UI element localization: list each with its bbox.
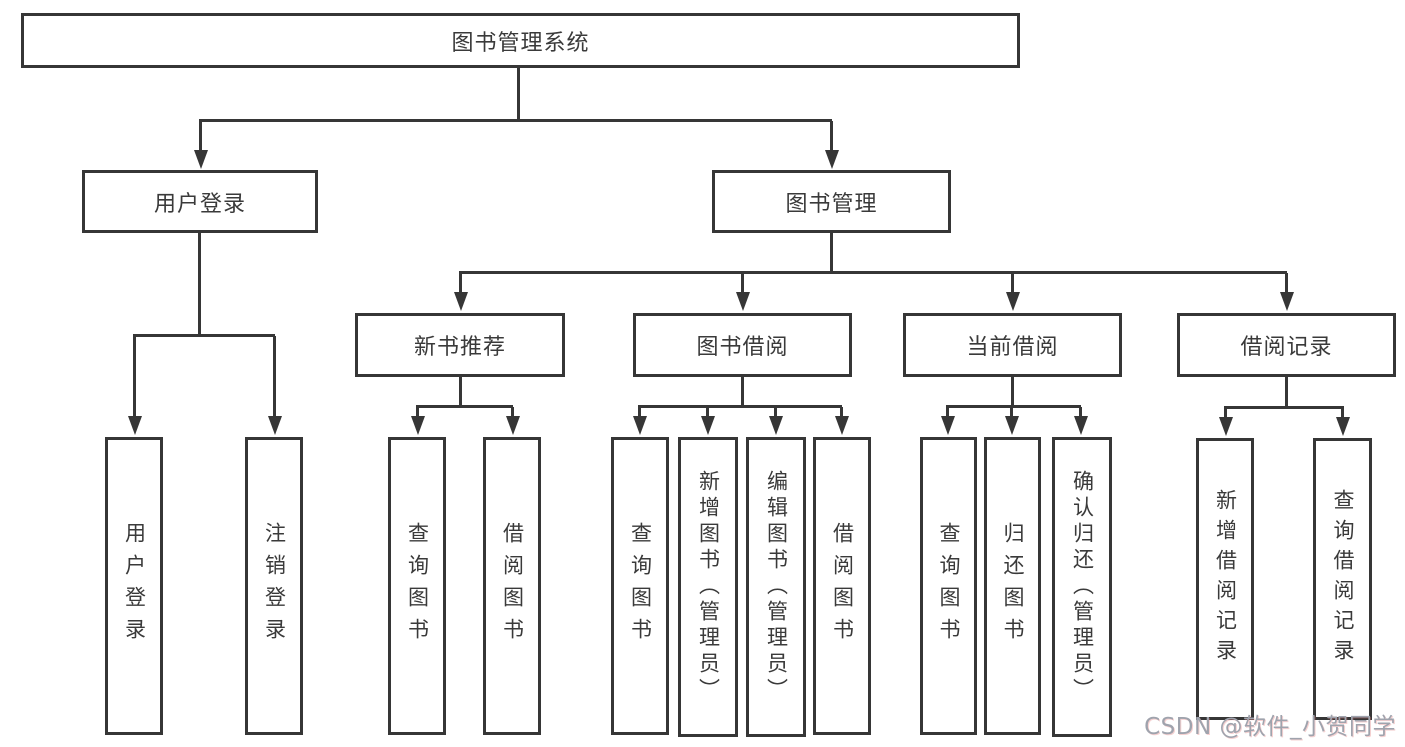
node-label: 用户登录 [153, 191, 246, 217]
leaf-label: 确认归还（管理员） [1070, 470, 1095, 704]
connector-hline [133, 334, 275, 337]
leaf-query-books-recommend: 查询图书 [388, 437, 446, 735]
connector-arrow [193, 121, 209, 169]
node-label: 当前借阅 [966, 335, 1059, 360]
node-new-book-recommendation: 新书推荐 [355, 313, 565, 377]
leaf-user-login: 用户登录 [105, 437, 163, 735]
connector-arrow [1004, 407, 1020, 435]
leaf-borrow-books-recommend: 借阅图书 [483, 437, 541, 735]
connector-arrow [1005, 273, 1021, 311]
connector-arrow [940, 407, 956, 435]
leaf-label: 查询借阅记录 [1331, 489, 1355, 669]
node-label: 借阅记录 [1240, 335, 1333, 360]
leaf-label: 归还图书 [1001, 522, 1025, 650]
connector-hline [459, 271, 1287, 274]
connector-vline [830, 233, 833, 274]
leaf-query-books-current: 查询图书 [920, 437, 977, 735]
node-label: 图书借阅 [696, 335, 789, 360]
connector-vline [741, 377, 744, 408]
node-label: 新书推荐 [413, 335, 506, 360]
connector-vline [517, 68, 520, 122]
connector-arrow [505, 407, 521, 435]
connector-arrow [1279, 273, 1295, 311]
leaf-label: 新增图书（管理员） [696, 470, 721, 704]
node-label: 图书管理 [785, 191, 878, 217]
connector-hline [1224, 406, 1344, 409]
connector-hline [638, 405, 842, 408]
leaf-query-borrow-record: 查询借阅记录 [1313, 438, 1372, 720]
leaf-label: 用户登录 [122, 522, 147, 650]
connector-arrow [824, 121, 840, 169]
connector-arrow [410, 407, 426, 435]
csdn-watermark: CSDN @软件_小贺同学 [1144, 714, 1396, 740]
leaf-add-borrow-record: 新增借阅记录 [1196, 438, 1254, 720]
connector-arrow [735, 273, 751, 311]
leaf-logout-login: 注销登录 [245, 437, 303, 735]
connector-vline [459, 377, 462, 408]
connector-arrow [834, 407, 850, 435]
connector-arrow [1218, 408, 1234, 436]
leaf-edit-book-admin: 编辑图书（管理员） [746, 437, 806, 737]
leaf-borrow-books-borrowing: 借阅图书 [813, 437, 871, 735]
leaf-label: 注销登录 [262, 522, 287, 650]
connector-hline [199, 119, 832, 122]
node-book-borrowing: 图书借阅 [633, 313, 852, 377]
connector-arrow [267, 336, 283, 435]
node-current-borrowing: 当前借阅 [903, 313, 1122, 377]
leaf-query-books-borrowing: 查询图书 [611, 437, 669, 735]
leaf-label: 查询图书 [405, 522, 430, 650]
leaf-label: 新增借阅记录 [1213, 489, 1238, 669]
leaf-label: 编辑图书（管理员） [764, 470, 789, 704]
leaf-label: 借阅图书 [500, 522, 525, 650]
leaf-add-book-admin: 新增图书（管理员） [678, 437, 738, 737]
node-user-login: 用户登录 [82, 170, 318, 233]
connector-arrow [127, 336, 143, 435]
connector-arrow [1073, 407, 1089, 435]
connector-arrow [700, 407, 716, 435]
node-label: 图书管理系统 [451, 30, 590, 56]
node-borrowing-records: 借阅记录 [1177, 313, 1396, 377]
connector-vline [198, 233, 201, 337]
connector-vline [1285, 377, 1288, 409]
leaf-label: 查询图书 [937, 522, 961, 650]
connector-arrow [1335, 408, 1351, 436]
node-library-management-system: 图书管理系统 [21, 13, 1020, 68]
connector-arrow [632, 407, 648, 435]
connector-arrow [453, 273, 469, 311]
connector-arrow [768, 407, 784, 435]
connector-hline [416, 405, 513, 408]
connector-hline [946, 405, 1081, 408]
leaf-confirm-return-admin: 确认归还（管理员） [1052, 437, 1112, 737]
leaf-return-book: 归还图书 [984, 437, 1041, 735]
leaf-label: 借阅图书 [830, 522, 855, 650]
node-book-management: 图书管理 [712, 170, 951, 233]
connector-vline [1011, 377, 1014, 408]
leaf-label: 查询图书 [628, 522, 653, 650]
